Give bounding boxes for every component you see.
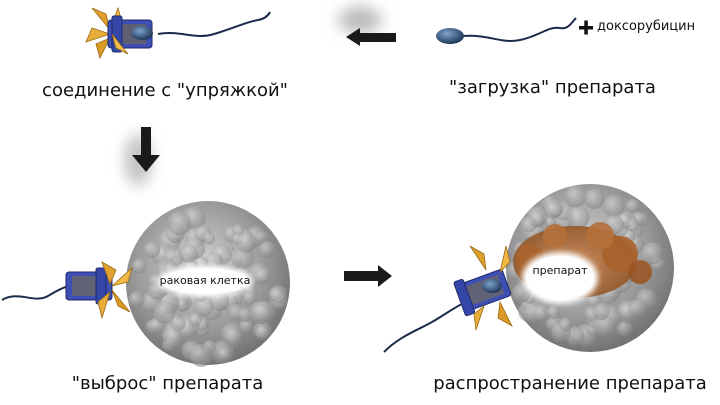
harness-with-sperm (85, 6, 271, 60)
cancer-cell-label: раковая клетка (159, 274, 251, 287)
propeller-icon (97, 261, 133, 320)
harness-release (1, 261, 133, 320)
step-spread-caption: распространение препарата (433, 373, 707, 394)
sperm-head-icon (482, 279, 502, 293)
plus-icon (579, 20, 593, 35)
arrow-shadow (338, 6, 382, 34)
harness-attached (383, 245, 513, 353)
down-arrow-icon (132, 127, 160, 172)
sperm-head-icon (131, 26, 153, 40)
tube-icon (65, 267, 113, 305)
cancer-cell-left (126, 201, 290, 368)
cancer-cell-right (506, 184, 674, 352)
drug-label: препарат (532, 264, 588, 277)
step-loading-caption: "загрузка" препарата (449, 77, 656, 98)
loaded-sperm (436, 17, 577, 44)
left-arrow-icon (346, 28, 396, 46)
sperm-head-icon (436, 28, 464, 44)
step-attach-caption: соединение с "упряжкой" (42, 80, 288, 101)
step-release-caption: "выброс" препарата (71, 373, 264, 394)
right-arrow-icon (344, 265, 392, 287)
propeller-icon (469, 245, 513, 331)
drug-name-label: доксорубицин (597, 19, 696, 34)
